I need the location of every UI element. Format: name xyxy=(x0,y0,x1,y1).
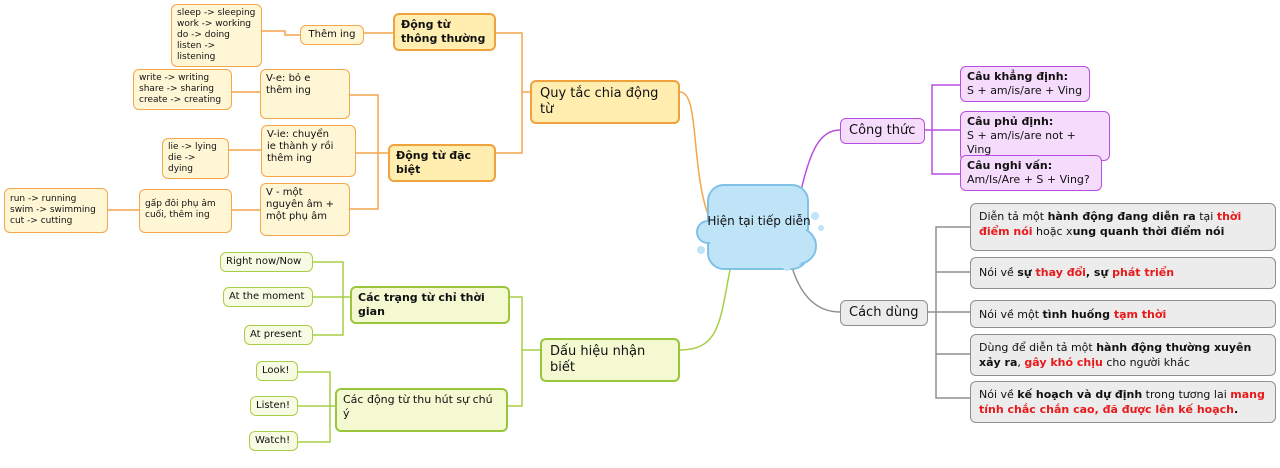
center-cloud-shape xyxy=(696,184,824,271)
formula-node[interactable]: Công thức xyxy=(840,118,925,144)
question-formula: Am/Is/Are + S + Ving? xyxy=(967,173,1090,186)
verb-listen[interactable]: Listen! xyxy=(250,396,298,416)
negative-title: Câu phủ định: xyxy=(967,115,1054,128)
attention-verbs-node[interactable]: Các động từ thu hút sự chú ý xyxy=(335,388,508,432)
affirmative-node[interactable]: Câu khẳng định: S + am/is/are + Ving xyxy=(960,66,1090,102)
adverb-at-present[interactable]: At present xyxy=(244,325,313,345)
vie-rule-node[interactable]: V-ie: chuyển ie thành y rồi thêm ing xyxy=(261,125,356,177)
double-rule-node[interactable]: V - một nguyên âm + một phụ âm xyxy=(260,183,350,236)
verb-watch[interactable]: Watch! xyxy=(249,431,298,451)
affirmative-formula: S + am/is/are + Ving xyxy=(967,84,1083,97)
double-consonant-node[interactable]: gấp đôi phụ âm cuối, thêm ing xyxy=(139,189,232,233)
negative-formula: S + am/is/are not + Ving xyxy=(967,129,1076,156)
usage-item-3[interactable]: Nói về một tình huống tạm thời xyxy=(970,300,1276,328)
rules-node[interactable]: Quy tắc chia động từ xyxy=(530,80,680,124)
usage-item-2[interactable]: Nói về sự thay đổi, sự phát triển xyxy=(970,257,1276,289)
vie-examples-node[interactable]: lie -> lying die -> dying xyxy=(162,138,229,179)
verb-look[interactable]: Look! xyxy=(256,361,298,381)
question-title: Câu nghi vấn: xyxy=(967,159,1053,172)
usage-item-4[interactable]: Dùng để diễn tả một hành động thường xuy… xyxy=(970,334,1276,376)
usage-item-1[interactable]: Diễn tả một hành động đang diễn ra tại t… xyxy=(970,203,1276,251)
double-examples-node[interactable]: run -> running swim -> swimming cut -> c… xyxy=(4,188,108,233)
usage-item-5[interactable]: Nói về kế hoạch và dự định trong tương l… xyxy=(970,381,1276,423)
add-ing-node[interactable]: Thêm ing xyxy=(300,25,364,45)
ve-examples-node[interactable]: write -> writing share -> sharing create… xyxy=(133,69,232,110)
question-node[interactable]: Câu nghi vấn: Am/Is/Are + S + Ving? xyxy=(960,155,1102,191)
usage-node[interactable]: Cách dùng xyxy=(840,300,928,326)
ve-rule-node[interactable]: V-e: bỏ e thêm ing xyxy=(260,69,350,119)
special-verbs-node[interactable]: Động từ đặc biệt xyxy=(388,144,496,182)
normal-verbs-node[interactable]: Động từ thông thường xyxy=(393,13,496,51)
negative-node[interactable]: Câu phủ định: S + am/is/are not + Ving xyxy=(960,111,1110,161)
signs-node[interactable]: Dấu hiệu nhận biết xyxy=(540,338,680,382)
normal-examples-node[interactable]: sleep -> sleeping work -> working do -> … xyxy=(171,4,262,67)
center-topic[interactable]: Hiện tại tiếp diễn xyxy=(707,214,811,228)
adverb-right-now[interactable]: Right now/Now xyxy=(220,252,313,272)
affirmative-title: Câu khẳng định: xyxy=(967,70,1068,83)
adverb-at-the-moment[interactable]: At the moment xyxy=(223,287,313,307)
time-adverbs-node[interactable]: Các trạng từ chỉ thời gian xyxy=(350,286,510,324)
